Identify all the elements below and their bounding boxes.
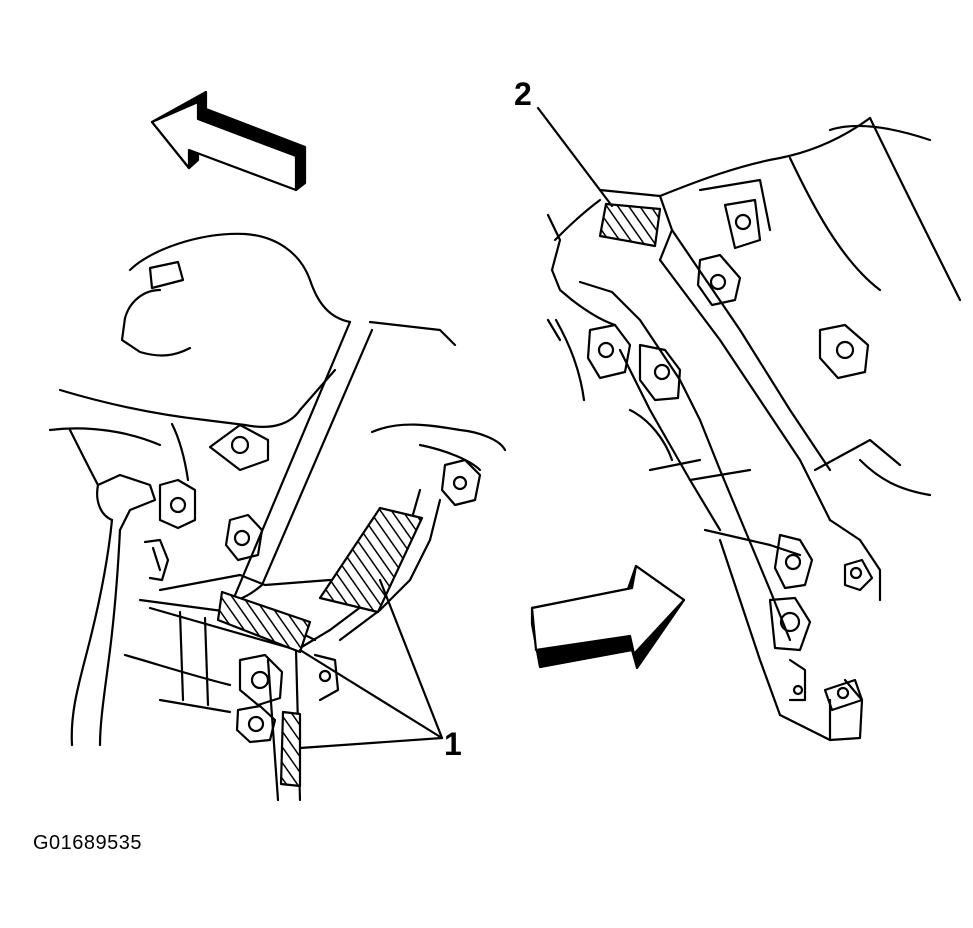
- figure-id: G01689535: [33, 832, 143, 854]
- arrow-up-right-icon: [530, 564, 686, 670]
- callout-2-leader: [536, 106, 614, 208]
- callout-label-1: 1: [444, 726, 462, 762]
- callout-label-2: 2: [514, 76, 532, 112]
- callout-1-leaders: [298, 578, 444, 750]
- left-engine-view: [48, 232, 507, 802]
- arrow-up-left-icon: [150, 90, 307, 192]
- right-engine-view: [546, 116, 962, 742]
